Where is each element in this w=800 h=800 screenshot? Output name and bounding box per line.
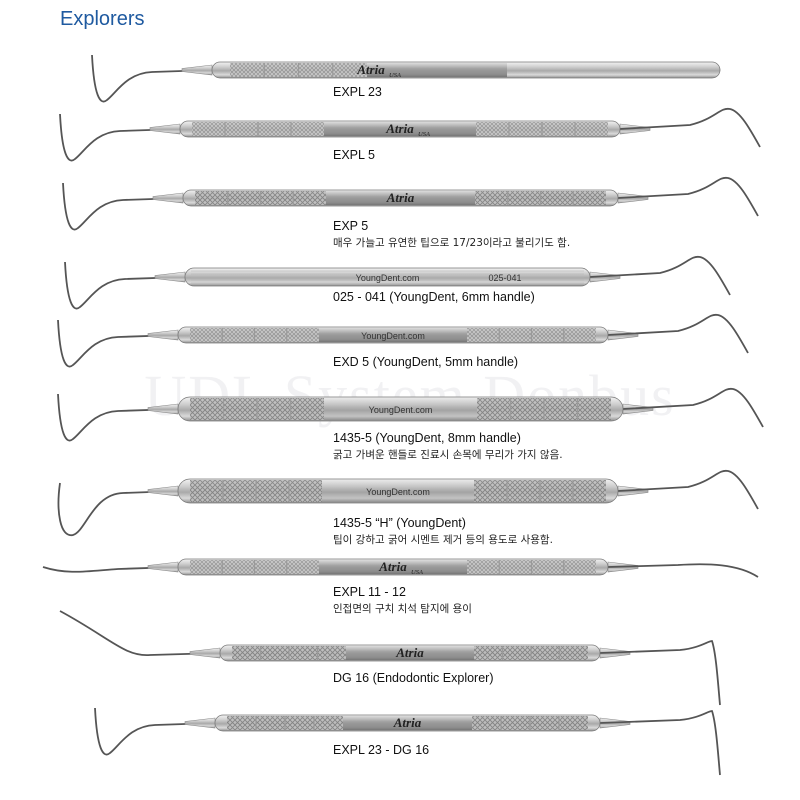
instrument-label: 1435-5 “H” (YoungDent) (333, 516, 466, 530)
instrument-tip-left (62, 182, 184, 231)
handle-brand-text: Atria (395, 645, 424, 660)
instrument-tip-right (619, 107, 761, 148)
instrument-shank (147, 329, 179, 341)
handle-brand-text: Atria (386, 190, 415, 205)
handle-center-band (343, 716, 472, 730)
instrument-9: Atria (59, 610, 721, 706)
instrument-tip-left (64, 261, 186, 310)
instrument-label: EXPL 23 - DG 16 (333, 743, 430, 757)
instrument-label: 025 - 041 (YoungDent, 6mm handle) (333, 290, 535, 304)
handle-brand-text: YoungDent.com (366, 487, 430, 497)
instrument-tip-left (59, 113, 181, 162)
instrument-shank (184, 717, 216, 729)
handle-brand-text: Atria (378, 559, 407, 574)
handle-center-band (324, 122, 476, 136)
instrument-3: Atria (62, 176, 759, 231)
handle-code-text: 025-041 (488, 273, 521, 283)
instrument-tip-left (59, 610, 221, 656)
instrument-shank (147, 485, 179, 497)
instrument-shank (181, 64, 213, 76)
instrument-shank (147, 561, 179, 573)
instrument-description: 인접면의 구치 치석 탐지에 용이 (333, 603, 472, 615)
instrument-shank (152, 192, 184, 204)
instrument-tip-right (622, 387, 764, 428)
instrument-label: DG 16 (Endodontic Explorer) (333, 671, 494, 685)
instrument-label: EXPL 23 (333, 85, 382, 99)
handle-center-band (324, 398, 477, 420)
handle-brand-text: Atria (385, 121, 414, 136)
handle-origin-text: USA (389, 72, 401, 79)
instrument-tip-right (599, 710, 721, 776)
handle-center-band (319, 560, 467, 574)
instrument-label: EXD 5 (YoungDent, 5mm handle) (333, 355, 519, 369)
instrument-tip-right (617, 469, 759, 510)
handle-brand-text: YoungDent.com (356, 273, 420, 283)
handle-origin-text: USA (418, 131, 430, 138)
instrument-description: 굵고 가벼운 핸들로 진료시 손목에 무리가 가지 않음. (333, 449, 563, 461)
instrument-tip-left (57, 393, 179, 442)
handle-center-band (346, 646, 474, 660)
instrument-label: 1435-5 (YoungDent, 8mm handle) (333, 431, 521, 445)
handle-brand-text: YoungDent.com (369, 405, 433, 415)
instrument-description: 팁이 강하고 굵어 시멘트 제거 등의 용도로 사용함. (333, 534, 553, 546)
instrument-tip-right (599, 640, 721, 706)
instrument-tip-left (57, 482, 179, 536)
instrument-tip-left (94, 707, 216, 756)
handle-brand-text: Atria (393, 715, 422, 730)
instrument-tip-right (589, 255, 731, 296)
instrument-label: EXPL 5 (333, 148, 375, 162)
handle-center-band (367, 63, 507, 77)
instrument-tip-left (57, 319, 179, 368)
instrument-tip-left (91, 54, 213, 103)
handle-center-band (322, 480, 474, 502)
instrument-5: YoungDent.com (57, 313, 749, 368)
instrument-tip-left (42, 566, 179, 573)
instrument-label: EXPL 11 - 12 (333, 585, 406, 599)
instrument-tip-right (607, 563, 759, 578)
instrument-description: 매우 가늘고 유연한 팁으로 17/23이라고 불리기도 함. (333, 237, 571, 249)
handle-brand-text: Atria (356, 62, 385, 77)
instrument-tip-right (607, 313, 749, 354)
instrument-10: Atria (94, 707, 721, 776)
handle-center-band (326, 191, 475, 205)
handle-brand-text: YoungDent.com (361, 331, 425, 341)
instrument-7: YoungDent.com (57, 469, 759, 536)
instrument-label: EXP 5 (333, 219, 369, 233)
instrument-4: YoungDent.com 025-041 (64, 255, 731, 310)
instrument-shank (189, 647, 221, 659)
instrument-shank (154, 271, 186, 283)
instrument-shank (149, 123, 181, 135)
instrument-tip-right (617, 176, 759, 217)
instrument-6: YoungDent.com (57, 387, 764, 442)
page-title: Explorers (60, 8, 145, 30)
handle-center-band (319, 328, 467, 342)
handle-origin-text: USA (411, 569, 423, 576)
instrument-shank (147, 403, 179, 415)
